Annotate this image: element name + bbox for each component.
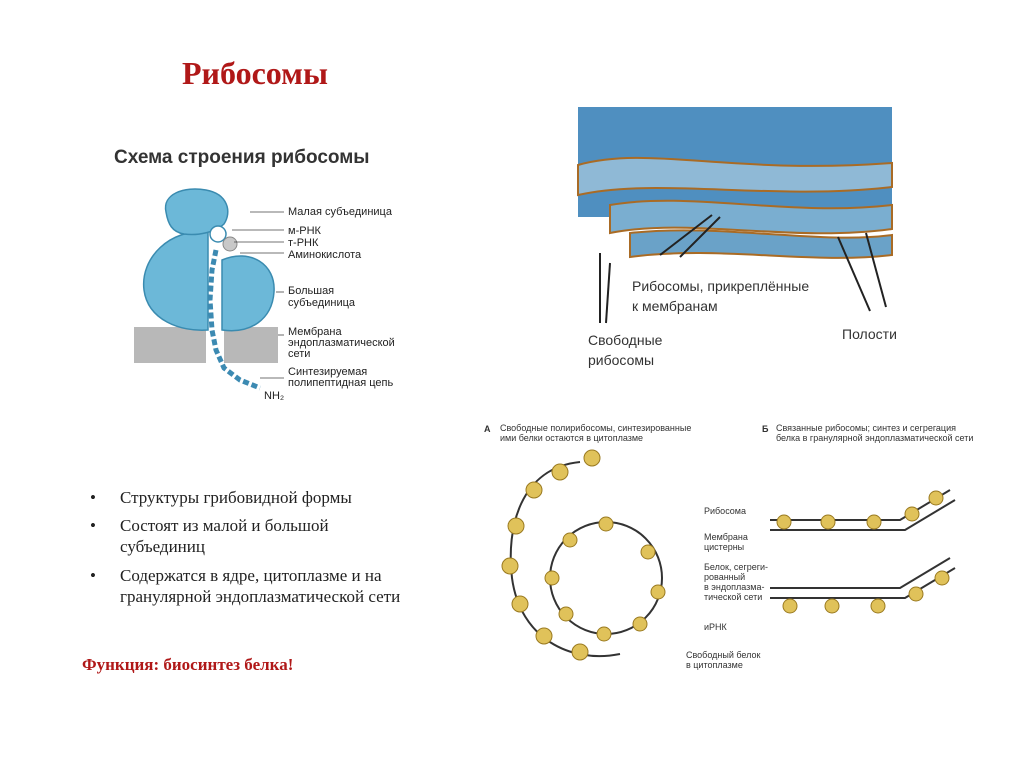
- er-label-cavities: Полости: [842, 326, 897, 342]
- er-label-attached-1: Рибосомы, прикреплённые: [632, 278, 810, 294]
- label-trna: т-РНК: [288, 237, 319, 249]
- polysome-label-protein-1: Белок, сегреги-: [704, 562, 769, 572]
- panel-b-caption-1: Связанные рибосомы; синтез и сегрегация: [776, 423, 956, 433]
- er-drawing: [577, 107, 893, 324]
- label-large-2: субъединица: [288, 297, 356, 309]
- polysome-label-membrane-2: цистерны: [704, 542, 745, 552]
- label-chain-1: Синтезируемая: [288, 366, 368, 378]
- er-membrane-bottom-1: [770, 557, 951, 589]
- large-subunit: [142, 230, 209, 331]
- large-subunit-right: [221, 255, 275, 332]
- ribosome-dots: [501, 449, 950, 661]
- polysome-drawing: [501, 449, 956, 661]
- polysome-label-ribosome: Рибосома: [704, 506, 746, 516]
- amino-acid: [222, 236, 238, 252]
- polypeptide-chain: [207, 249, 261, 391]
- bullet-item-1: •Структуры грибовидной формы: [90, 488, 352, 507]
- polysome-diagram: А Свободные полирибосомы, синтезированны…: [480, 418, 1000, 680]
- membrane-right: [224, 327, 278, 363]
- ribosome-drawing: [134, 188, 284, 391]
- label-mrna: м-РНК: [288, 225, 321, 237]
- label-large-1: Большая: [288, 285, 335, 297]
- er-cisterna-2: [609, 199, 893, 235]
- panel-a-caption-1: Свободные полирибосомы, синтезированные: [500, 423, 692, 433]
- label-membrane-1: Мембрана: [288, 326, 342, 338]
- er-photo: Рибосомы, прикреплённые к мембранам Своб…: [570, 105, 910, 380]
- er-label-free-2: рибосомы: [588, 352, 655, 368]
- small-subunit: [164, 188, 229, 236]
- membrane-left: [134, 327, 206, 363]
- panel-a-letter: А: [484, 424, 491, 434]
- trna-circle: [209, 225, 227, 243]
- polysome-label-protein-4: тической сети: [704, 592, 763, 602]
- label-small-subunit: Малая субъединица: [288, 206, 392, 218]
- label-chain-2: полипептидная цепь: [288, 377, 394, 389]
- panel-b-caption-2: белка в гранулярной эндоплазматической с…: [776, 433, 974, 443]
- label-membrane-2: эндоплазматической: [288, 337, 395, 349]
- er-cisterna-3: [629, 229, 893, 259]
- panel-b-letter: Б: [762, 424, 769, 434]
- er-label-free-1: Свободные: [588, 332, 663, 348]
- er-cisterna-1: [577, 156, 893, 197]
- polysome-label-membrane-1: Мембрана: [704, 532, 748, 542]
- er-membrane-top-2: [770, 499, 956, 531]
- function-text: Функция: биосинтез белка!: [82, 655, 294, 674]
- bullet-item-2: •Состоят из малой и большой субъединиц: [90, 516, 329, 556]
- polysome-label-protein-2: рованный: [704, 572, 746, 582]
- scheme-heading: Схема строения рибосомы: [114, 147, 370, 168]
- er-label-attached-2: к мембранам: [632, 298, 718, 314]
- er-membrane-top-1: [770, 489, 951, 521]
- polysome-label-free-2: в цитоплазме: [686, 660, 743, 670]
- panel-a-caption-2: ими белки остаются в цитоплазме: [500, 433, 644, 443]
- page-title: Рибосомы: [182, 55, 328, 91]
- bullet-item-3: •Содержатся в ядре, цитоплазме и на гран…: [90, 566, 401, 606]
- polysome-label-protein-3: в эндоплазма-: [704, 582, 765, 592]
- polysome-label-mrna: иРНК: [704, 622, 727, 632]
- ribosome-scheme: Схема строения рибосомы Малая субъединиц…: [100, 140, 440, 410]
- polysome-label-free-1: Свободный белок: [686, 650, 761, 660]
- label-membrane-3: сети: [288, 348, 311, 360]
- label-nh2: NH₂: [264, 390, 285, 402]
- label-amino: Аминокислота: [288, 249, 362, 261]
